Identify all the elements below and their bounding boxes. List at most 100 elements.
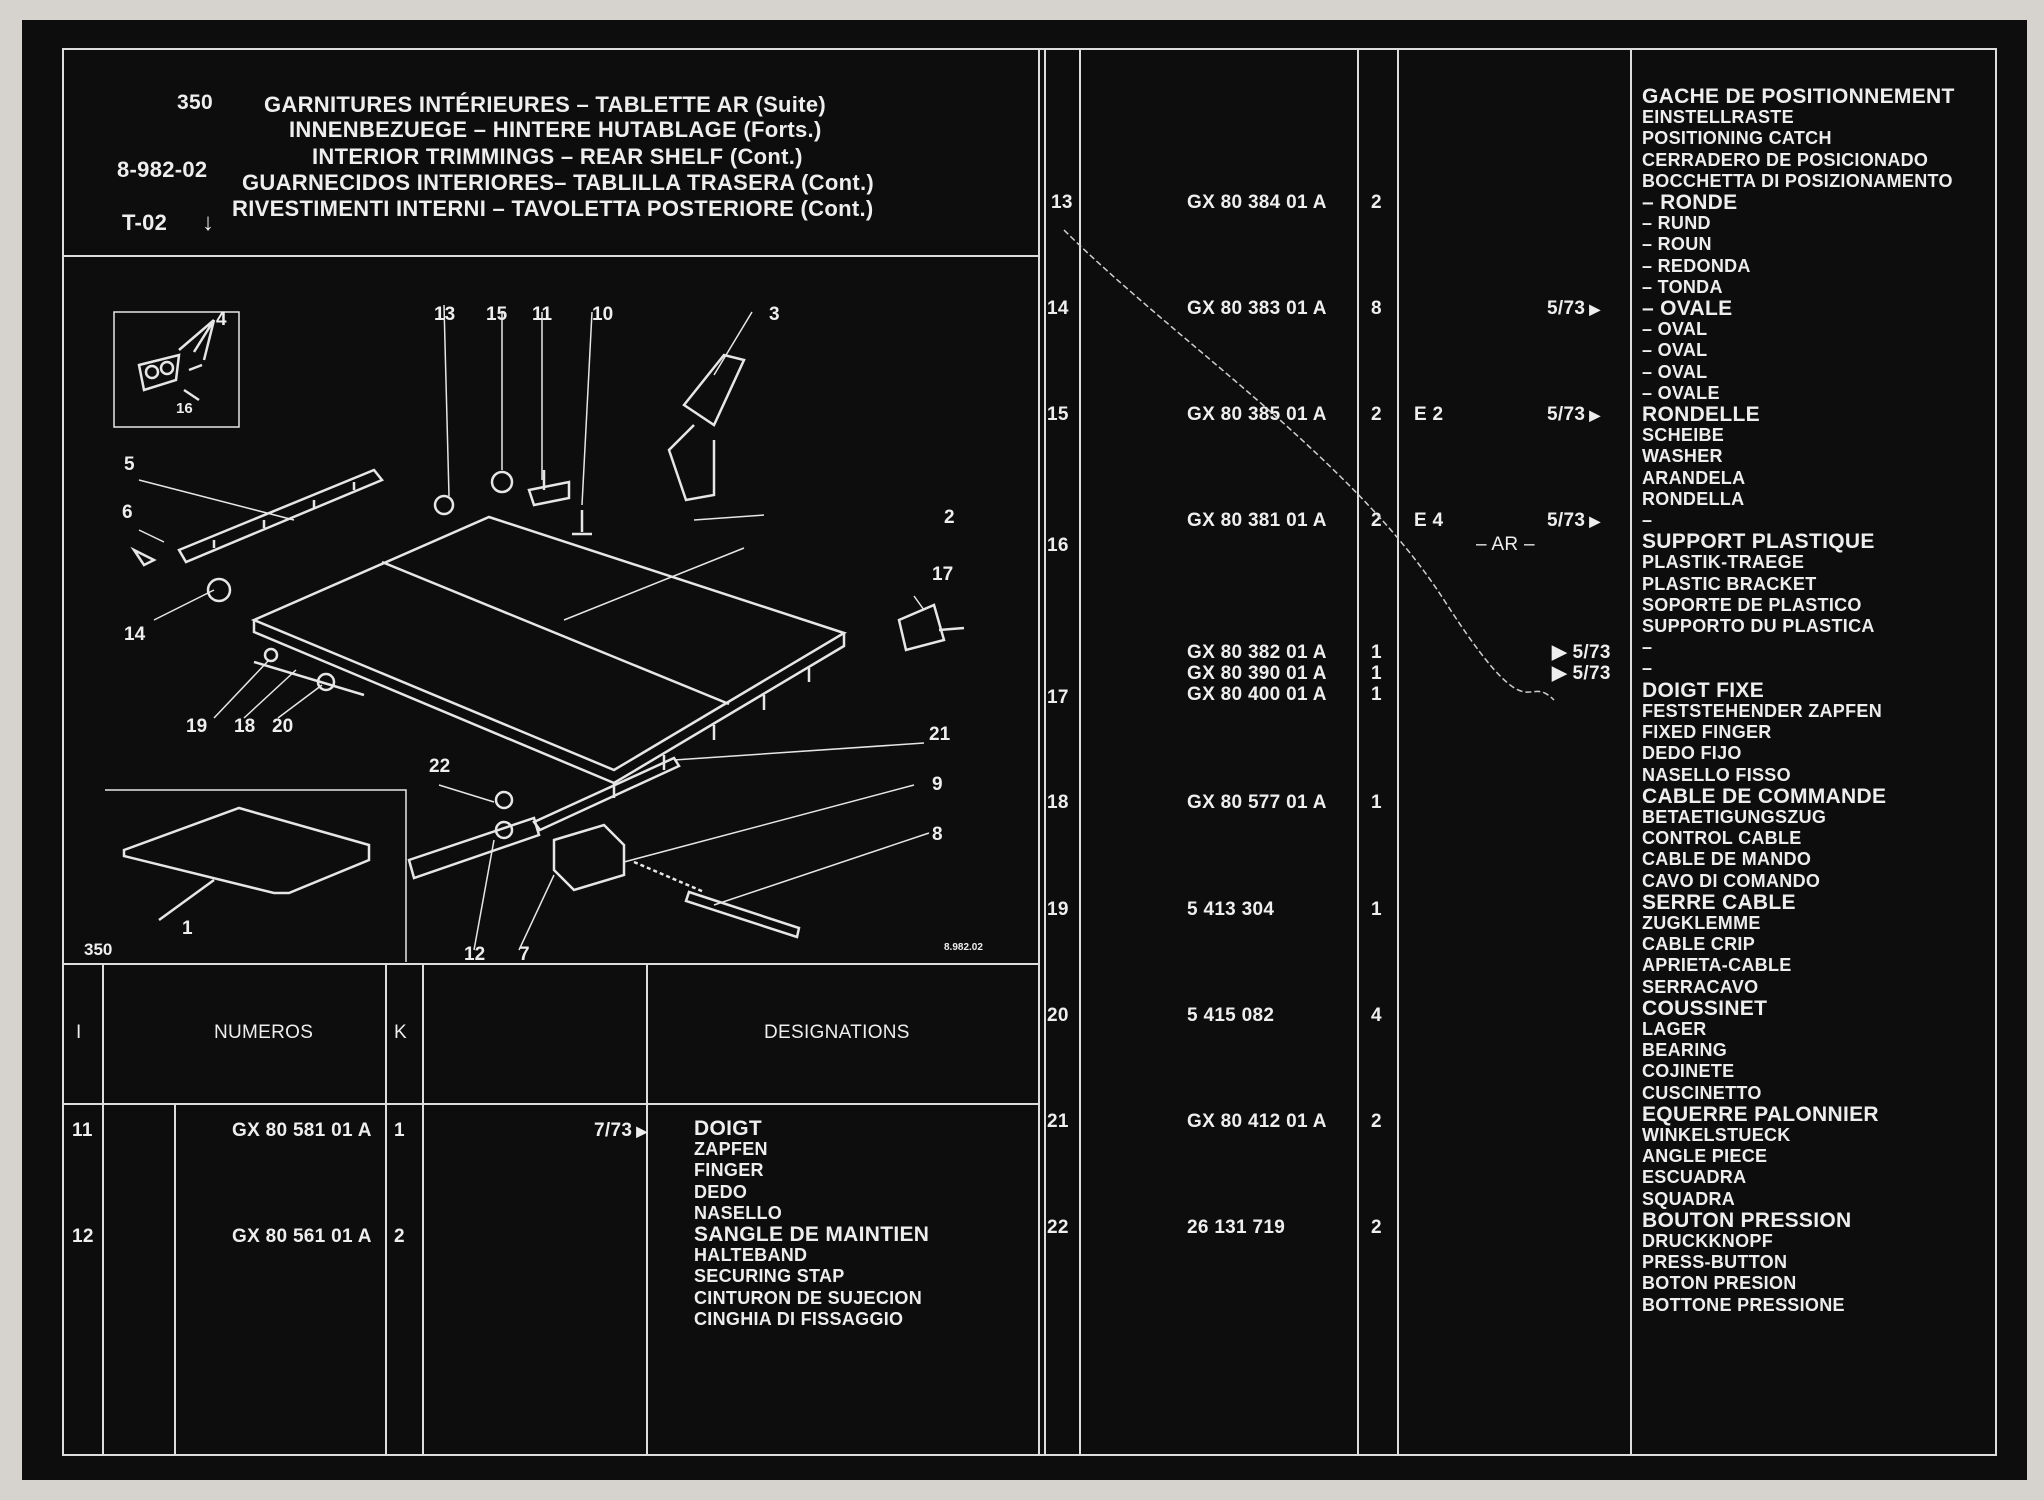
designation-line: PRESS-BUTTON [1642,1252,1788,1273]
row-17-part-c: GX 80 400 01 A [1187,684,1327,705]
callout-3: 3 [769,304,780,325]
desc-line: DEDO [694,1181,748,1202]
designation-line: ANGLE PIECE [1642,1146,1768,1167]
designation-line: CUSCINETTO [1642,1082,1762,1103]
callout-6: 6 [122,502,133,523]
designation-line: – TONDA [1642,276,1723,297]
callout-14: 14 [124,624,146,645]
designation-line: COJINETE [1642,1061,1735,1082]
row-19-index: 19 [1047,899,1069,920]
title-it: RIVESTIMENTI INTERNI – TAVOLETTA POSTERI… [232,196,874,221]
designation-line: – REDONDA [1642,255,1751,276]
ref-text: 5/73 [1572,663,1611,684]
designation-line: DEDO FIJO [1642,743,1742,764]
designation-line: – RUND [1642,213,1711,234]
row-12-desc: SANGLE DE MAINTIEN HALTEBAND SECURING ST… [694,1224,929,1330]
designation-heading: EQUERRE PALONNIER [1642,1102,1879,1126]
shelf-alt [122,806,371,895]
row-22-part: 26 131 719 [1187,1217,1286,1238]
callout-22: 22 [429,756,450,777]
designation-line: BETAETIGUNGSZUG [1642,806,1827,827]
designation-line: FESTSTEHENDER ZAPFEN [1642,700,1883,721]
designation-line: ZUGKLEMME [1642,912,1761,933]
callout-16: 16 [176,400,193,417]
row-17-ref-a: ▶ 5/73 [1552,642,1611,663]
triangle-icon: ▶ [1552,642,1573,663]
page-number: 350 [177,91,213,114]
bracket-part [137,353,181,392]
divider-right-ref [1630,50,1632,1454]
row-18-part: GX 80 577 01 A [1187,792,1327,813]
designation-line: DRUCKKNOPF [1642,1230,1773,1251]
callout-9: 9 [932,774,943,795]
designation-line: EINSTELLRASTE [1642,107,1794,128]
row-21-qty: 2 [1371,1111,1382,1132]
designation-line: SQUADRA [1642,1188,1736,1209]
divider-right-part [1357,50,1359,1454]
row-11-index: 11 [72,1120,93,1141]
cable-rod [684,890,801,939]
row-14-ref: 5/73 [1547,298,1600,320]
title-es: GUARNECIDOS INTERIORES– TABLILLA TRASERA… [242,170,875,195]
rail-part [532,756,681,832]
col-header-i: I [76,1022,82,1043]
callout-11: 11 [532,304,553,325]
section-code: T-02 [122,210,168,235]
callout-5: 5 [124,454,135,475]
callout-13: 13 [434,304,455,325]
row-22-qty: 2 [1371,1217,1382,1238]
row-11-ref: 7/73 [594,1120,647,1142]
row-20-qty: 4 [1371,1005,1382,1026]
callout-19: 19 [186,716,207,737]
row-13-qty: 2 [1371,192,1382,213]
row-11-desc: DOIGT ZAPFEN FINGER DEDO NASELLO [694,1118,782,1224]
exploded-diagram: 1 2 3 4 5 6 7 8 9 10 11 12 13 14 15 16 1… [84,304,983,962]
title-fr: GARNITURES INTÉRIEURES – TABLETTE AR (Su… [264,92,826,117]
callout-17: 17 [932,564,953,585]
cable-block [552,823,626,892]
designation-heading: COUSSINET [1642,996,1768,1020]
plate-number: 350 [84,940,112,959]
title-de: INNENBEZUEGE – HINTERE HUTABLAGE (Forts.… [289,117,822,142]
callout-2: 2 [944,507,955,528]
designation-heading: – OVALE [1642,297,1733,321]
desc-line: CINTURON DE SUJECION [694,1287,923,1308]
divider-main-double [1044,50,1046,1454]
ref-code: 8-982-02 [117,157,208,182]
designation-line: RONDELLA [1642,488,1745,509]
designation-line: WASHER [1642,446,1723,467]
divider-left-part [385,963,387,1454]
designation-line: SUPPORTO DU PLASTICA [1642,616,1875,637]
row-16-index: 16 [1047,535,1069,556]
designation-line: CONTROL CABLE [1642,828,1802,849]
row-18-index: 18 [1047,792,1069,813]
row-12-part: GX 80 561 01 A [232,1226,372,1247]
designation-line: CAVO DI COMANDO [1642,870,1821,891]
inset-frame [105,789,407,962]
desc-line: FINGER [694,1160,764,1181]
designation-line: APRIETA-CABLE [1642,955,1792,976]
callout-12: 12 [464,944,485,962]
row-15-part: GX 80 385 01 A [1187,404,1327,425]
row-17-index: 17 [1047,687,1069,708]
desc-line: SECURING STAP [694,1266,845,1287]
designation-line: ESCUADRA [1642,1167,1747,1188]
desc-line: NASELLO [694,1202,783,1223]
designation-heading: CABLE DE COMMANDE [1642,784,1887,808]
triangle-icon: ▶ [1552,663,1573,684]
row-16-ref: 5/73 [1547,510,1600,532]
designation-line: – ROUN [1642,234,1712,255]
designation-line: LAGER [1642,1018,1707,1039]
designation-heading: SUPPORT PLASTIQUE [1642,530,1875,554]
designation-line: BOTON PRESION [1642,1273,1797,1294]
row-17-qtys: 1 1 1 [1371,642,1382,705]
strap-top [682,353,746,427]
designation-line: – OVALE [1642,382,1720,403]
designation-line: NASELLO FISSO [1642,764,1791,785]
designation-line: – [1642,637,1653,658]
designation-line: – OVAL [1642,319,1708,340]
row-16-code: E 4 [1414,510,1444,531]
row-16-note: – AR – [1476,534,1535,555]
row-13-index: 13 [1051,192,1073,213]
divider-header [64,255,1039,257]
